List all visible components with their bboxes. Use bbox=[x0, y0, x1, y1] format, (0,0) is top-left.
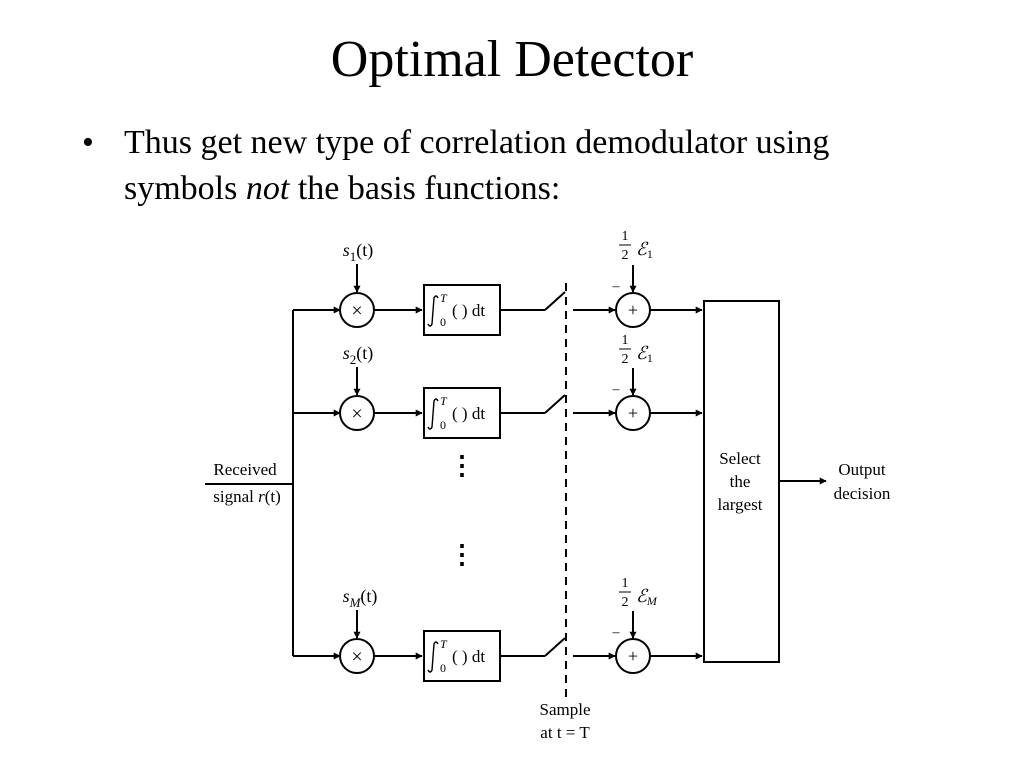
minus-sign-1: – bbox=[612, 279, 621, 294]
output-label-line1: Output bbox=[838, 460, 886, 479]
energy-label-2: 1 2 ℰ1 – bbox=[612, 333, 653, 397]
integrator-upper-3: T bbox=[440, 637, 448, 651]
switch-3 bbox=[544, 637, 566, 657]
integrator-body-2: ( ) dt bbox=[452, 404, 485, 423]
energy-symbol-1: ℰ1 bbox=[636, 239, 653, 261]
signal-sm-label: sM(t) bbox=[343, 586, 378, 610]
switch-2 bbox=[544, 394, 566, 414]
half-denominator-1: 2 bbox=[622, 248, 629, 263]
energy-label-1: 1 2 ℰ1 – bbox=[612, 229, 653, 294]
adder-symbol-3: + bbox=[628, 646, 638, 666]
integrator-label-1: T 0 ( ) dt bbox=[427, 291, 485, 329]
ellipsis-1: ⋮ bbox=[449, 451, 475, 480]
selector-label-line2: the bbox=[730, 472, 751, 491]
integral-sign-icon bbox=[427, 398, 439, 430]
sampler-label-line1: Sample bbox=[540, 700, 591, 719]
selector-label-line3: largest bbox=[717, 495, 762, 514]
bullet-text-start: Thus get new type of correlation demodul… bbox=[124, 124, 830, 207]
energy-symbol-2: ℰ1 bbox=[636, 343, 653, 365]
multiplier-symbol-2: × bbox=[351, 403, 362, 425]
adder-symbol-1: + bbox=[628, 300, 638, 320]
adder-symbol-2: + bbox=[628, 403, 638, 423]
integrator-upper-2: T bbox=[440, 394, 448, 408]
bullet-text: Thus get new type of correlation demodul… bbox=[124, 120, 944, 212]
integrator-body-3: ( ) dt bbox=[452, 647, 485, 666]
bullet-text-end: the basis functions: bbox=[289, 170, 561, 207]
half-numerator-3: 1 bbox=[622, 576, 629, 591]
slide-title: Optimal Detector bbox=[330, 31, 694, 88]
bullet-marker: • bbox=[82, 124, 94, 161]
integrator-label-2: T 0 ( ) dt bbox=[427, 394, 485, 432]
half-denominator-2: 2 bbox=[622, 352, 629, 367]
signal-label: signal r(t) bbox=[213, 487, 281, 506]
selector-label-line1: Select bbox=[719, 449, 761, 468]
signal-s1-label: s1(t) bbox=[343, 240, 374, 264]
half-numerator-2: 1 bbox=[622, 333, 629, 348]
integrator-lower-2: 0 bbox=[440, 418, 446, 432]
switch-1 bbox=[544, 291, 566, 311]
integral-sign-icon bbox=[427, 295, 439, 327]
energy-label-3: 1 2 ℰM – bbox=[612, 576, 658, 640]
bullet-text-emphasis: not bbox=[245, 170, 290, 207]
output-label-line2: decision bbox=[834, 484, 891, 503]
signal-s2-label: s2(t) bbox=[343, 343, 374, 367]
ellipsis-2: ⋮ bbox=[449, 540, 475, 569]
integrator-lower-1: 0 bbox=[440, 315, 446, 329]
received-label: Received bbox=[213, 460, 277, 479]
integrator-upper-1: T bbox=[440, 291, 448, 305]
minus-sign-2: – bbox=[612, 382, 621, 397]
energy-symbol-3: ℰM bbox=[636, 586, 658, 608]
multiplier-symbol-3: × bbox=[351, 646, 362, 668]
integrator-label-3: T 0 ( ) dt bbox=[427, 637, 485, 675]
multiplier-symbol-1: × bbox=[351, 300, 362, 322]
integral-sign-icon bbox=[427, 641, 439, 673]
sampler-label-line2: at t = T bbox=[540, 723, 590, 742]
half-denominator-3: 2 bbox=[622, 595, 629, 610]
integrator-lower-3: 0 bbox=[440, 661, 446, 675]
half-numerator-1: 1 bbox=[622, 229, 629, 244]
integrator-body-1: ( ) dt bbox=[452, 301, 485, 320]
minus-sign-3: – bbox=[612, 625, 621, 640]
